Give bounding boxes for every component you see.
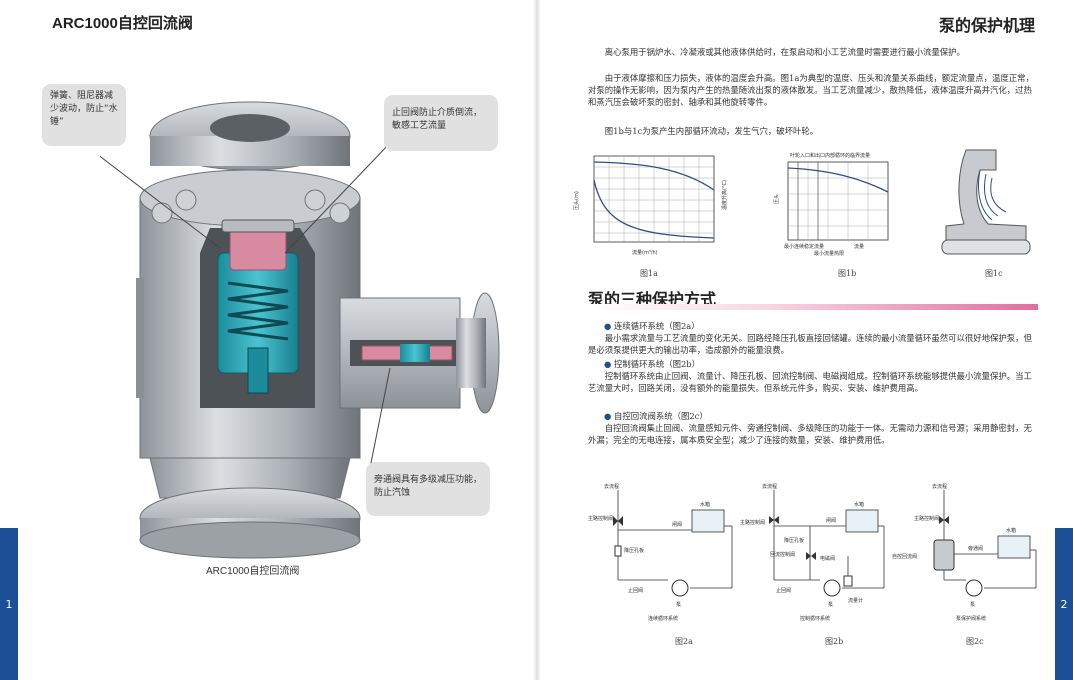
page-number: 1 [5,597,13,611]
method-3-text: 自控回流阀集止回阀、流量感知元件、旁通控制阀、多级降压的功能于一体。无需动力源和… [588,423,1032,445]
fig2c-system-label: 泵保护阀系统 [956,615,986,622]
fig1b-bottom-label-2: 最小流量热限 [814,250,844,257]
method-3-heading: 自控回流阀系统（图2c） [604,410,708,422]
fig2c-main-valve-label: 主路控制阀 [914,515,939,522]
fig2a-process-label: 去流程 [604,483,619,490]
method-1-text: 最小需求流量与工艺流量的变化无关。回路经降压孔板直接回储罐。连续的最小流量循环虽… [588,333,1032,355]
fig1b-top-label: 叶轮入口和出口内部循环的临界流量 [790,152,870,159]
figure-1c-label: 图1c [985,269,1003,278]
fig1b-bottom-label-3: 流量 [854,243,864,250]
page-number-tab-right: 2 [1055,528,1073,680]
fig2c-bypass-label: 旁通阀 [968,545,983,552]
fig2a-system-label: 连续循环系统 [648,615,678,622]
method-2-heading: 控制循环系统（图2b） [604,358,700,370]
page-number: 2 [1060,597,1068,611]
fig1a-ylabel-left: 压头(m) [573,191,580,210]
fig2c-tank-label: 水箱 [1006,527,1016,534]
figure-2a-label: 图2a [675,637,693,646]
fig2a-main-valve-label: 主路控制阀 [588,515,613,522]
callout-bypass-valve: 旁通阀具有多级减压功能，防止汽蚀 [366,462,490,516]
fig2b-gate-valve-label: 闸阀 [826,517,836,524]
method-1-heading: 连续循环系统（图2a） [604,320,700,332]
fig2b-check-valve-label: 止回阀 [776,587,791,594]
figure-1b-curve-chart: 叶轮入口和出口内部循环的临界流量 压头 最小连续稳定流量 最小流量热限 流量 [773,152,889,257]
fig2b-pump-label: 泵 [828,602,833,608]
figure-1c-impeller-diagram [941,149,1031,255]
fig1a-xlabel: 流量(m³/h) [632,249,658,256]
fig2b-return-valve-label: 回流控制阀 [770,551,795,558]
fig1a-ylabel-right: 温度升高(°C) [721,180,728,210]
figure-2a-continuous-circulation-diagram: 去流程 主路控制阀 降压孔板 止回阀 水箱 闸阀 泵 连续循环系统 [588,483,733,622]
page-number-tab-left: 1 [0,528,18,680]
mechanism-paragraph-1: 离心泵用于锅炉水、冷凝液或其他液体供给时，在泵启动和小工艺流量时需要进行最小流量… [604,47,965,57]
valve-cutaway-illustration [100,101,500,559]
figure-2c-auto-recirculation-diagram: 去流程 主路控制阀 自控回流阀 水箱 旁通阀 泵 泵保护阀系统 [892,483,1037,622]
fig2a-check-valve-label: 止回阀 [628,587,643,594]
fig2c-process-label: 去流程 [932,483,947,490]
fig2b-main-valve-label: 主路控制阀 [740,519,765,526]
fig2a-tank-label: 水箱 [700,501,710,508]
mechanism-paragraph-3: 图1b与1c为泵产生内部循环流动，发生气穴，破坏叶轮。 [604,126,819,136]
mechanism-paragraph-2: 由于液体摩擦和压力损失，液体的温度会升高。图1a为典型的温度、压头和流量关系曲线… [588,73,1034,107]
fig2c-arc-valve-label: 自控回流阀 [892,553,917,560]
fig2b-system-label: 控制循环系统 [800,615,830,622]
mechanism-section-title: 泵的保护机理 [938,18,1035,35]
fig2a-pump-label: 泵 [676,602,681,608]
figure-1a-curve-chart: 流量(m³/h) 压头(m) 温度升高(°C) [573,155,728,256]
callout-spring-damper: 弹簧、阻尼器减少波动，防止“水锤” [42,84,126,146]
callout-check-valve: 止回阀防止介质倒流，敏感工艺流量 [384,95,498,151]
fig2a-gate-valve-label: 闸阀 [672,521,682,528]
fig2b-tank-label: 水箱 [854,501,864,508]
fig1b-bottom-label-1: 最小连续稳定流量 [784,243,824,250]
fig1b-ylabel: 压头 [773,194,780,204]
book-spine [533,0,541,680]
fig2b-process-label: 去流程 [762,483,777,490]
left-page: ARC1000自控回流阀 [0,0,536,680]
fig2c-pump-label: 泵 [970,602,975,608]
product-title: ARC1000自控回流阀 [52,15,193,32]
illustration-caption: ARC1000自控回流阀 [206,566,300,577]
figure-1a-label: 图1a [640,269,658,278]
fig2b-solenoid-label: 电磁阀 [820,555,835,562]
figure-2c-label: 图2c [966,637,984,646]
figure-1b-label: 图1b [838,269,857,278]
fig2b-orifice-label: 降压孔板 [784,537,804,544]
figure-2b-label: 图2b [825,637,844,646]
fig2a-orifice-label: 降压孔板 [624,547,644,554]
figure-2b-controlled-circulation-diagram: 去流程 主路控制阀 降压孔板 回流控制阀 电磁阀 止回阀 流量计 水箱 闸阀 泵… [740,483,885,622]
fig2b-flowmeter-label: 流量计 [848,597,863,604]
section-divider-bar [588,304,1038,310]
method-2-text: 控制循环系统由止回阀、流量计、降压孔板、回流控制阀、电磁阀组成。控制循环系统能够… [588,371,1032,393]
